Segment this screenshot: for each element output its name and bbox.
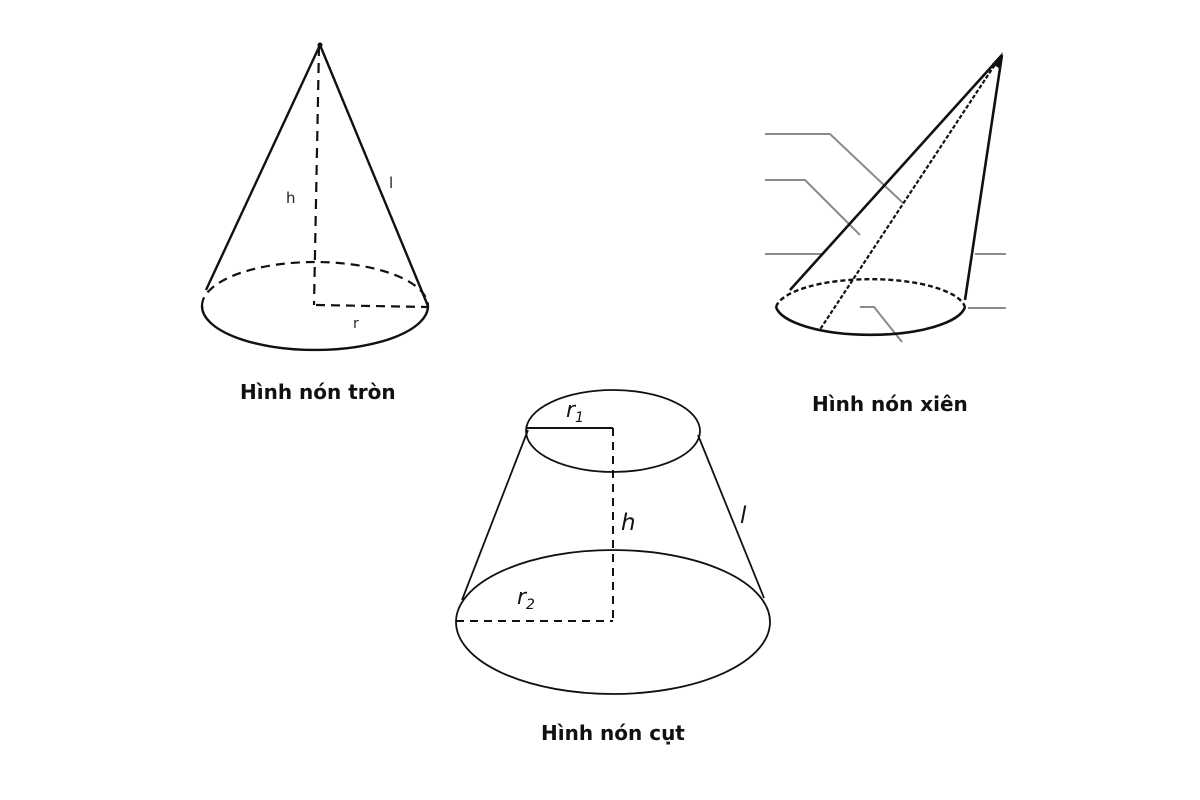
right-cone-figure [200,42,430,352]
leader-line-2 [765,179,861,236]
right-cone-right-side [318,44,430,307]
oblique-cone-base-front [774,306,967,337]
right-cone-label-r: r [353,316,359,332]
right-cone-radius-line [315,303,429,309]
oblique-cone-caption: Hình nón xiên [812,392,968,416]
frustum-label-r2: r2 [517,585,535,613]
oblique-cone-apex [992,52,1003,68]
oblique-cone-leader-lines [765,133,1006,343]
frustum-right-side [697,434,765,599]
right-cone-left-side [204,44,322,291]
frustum-figure [455,389,771,695]
oblique-cone-figure [774,52,1004,337]
right-cone-label-h: h [286,189,296,207]
frustum-caption: Hình nón cụt [541,721,685,745]
frustum-label-r1: r1 [566,398,584,426]
oblique-cone-base-back [774,278,967,308]
right-cone-caption: Hình nón tròn [240,380,396,404]
leader-line-6 [860,306,903,343]
right-cone-base-front [200,305,430,352]
frustum-left-side [461,429,529,601]
frustum-label-l: l [740,503,747,529]
right-cone-label-l: l [389,174,393,192]
leader-line-1 [765,133,904,204]
frustum-label-h: h [621,510,636,536]
right-cone-height-line [312,45,321,306]
right-cone-apex [317,42,323,48]
oblique-cone-left-side [789,54,1003,291]
oblique-cone-inner-line [818,59,999,332]
oblique-cone-right-side [963,54,1004,301]
